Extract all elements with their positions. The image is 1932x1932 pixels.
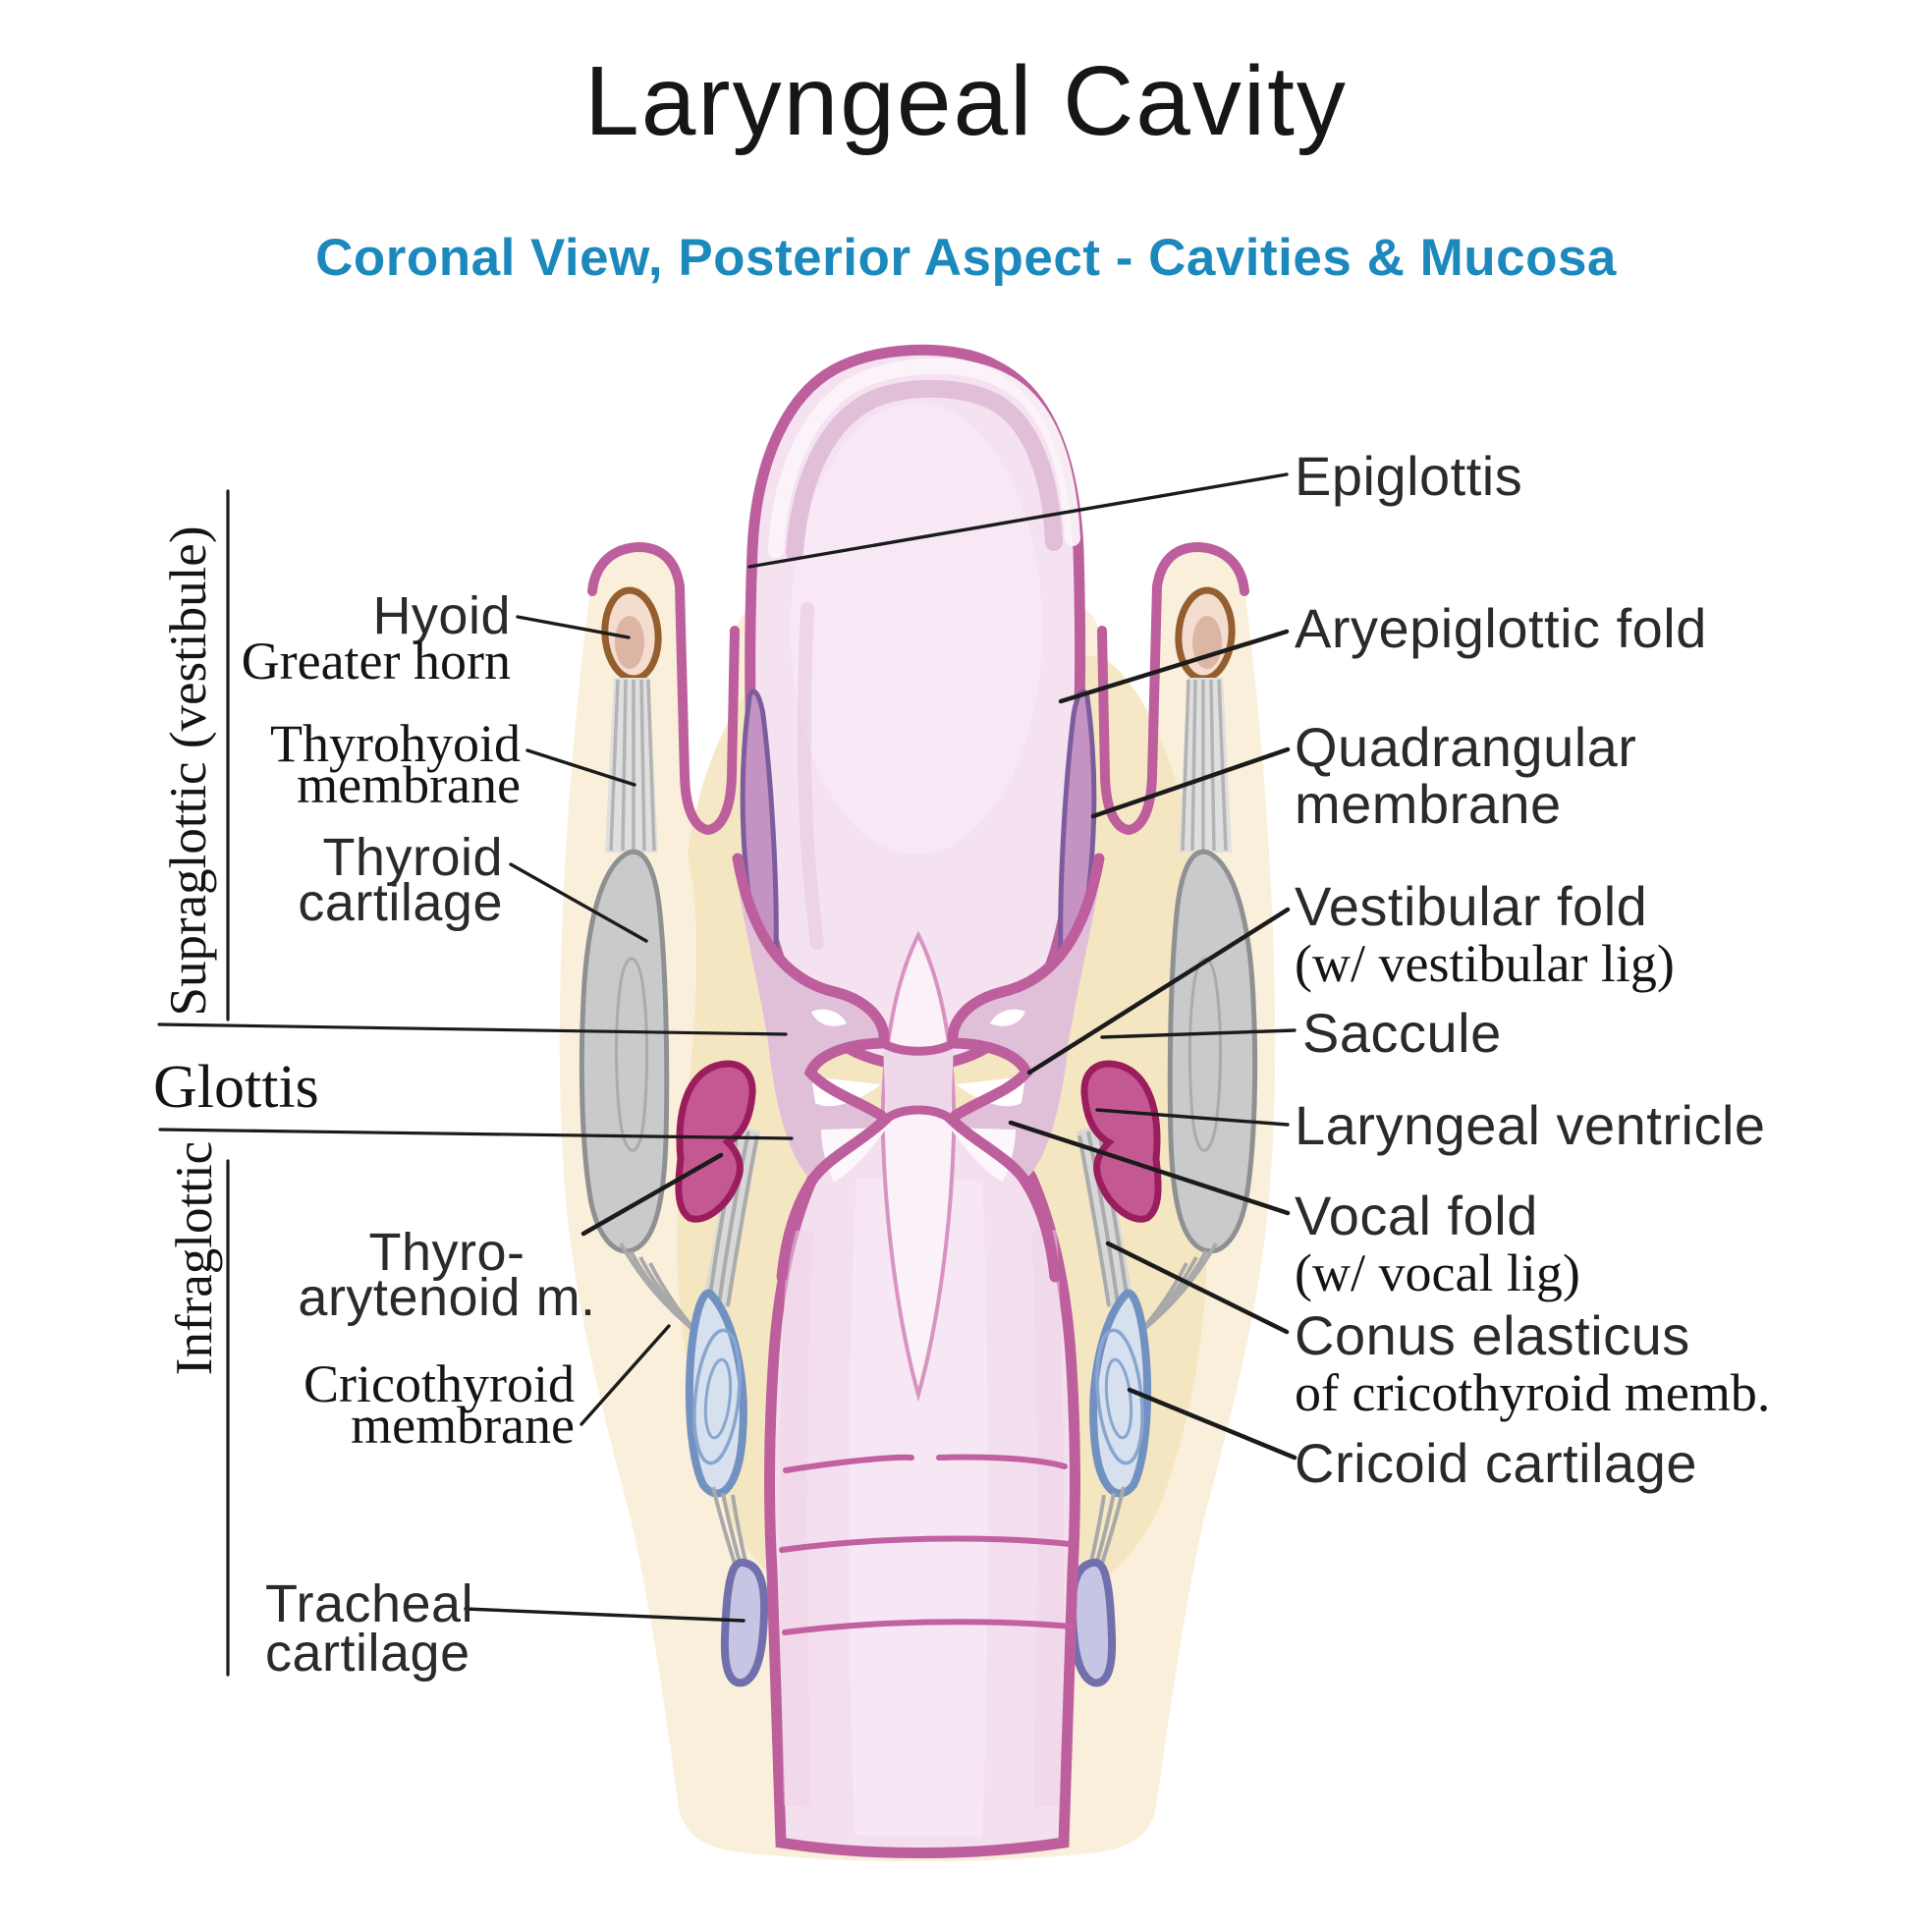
glottis-slit-fill <box>883 1043 954 1119</box>
label-thyroid-line2: cartilage <box>298 873 503 932</box>
label-thyroarytenoid-line1: Thyro- <box>368 1223 525 1282</box>
label-conus-line2: of cricothyroid memb. <box>1295 1363 1771 1422</box>
glottis-divider-top <box>157 1022 788 1036</box>
label-laryngeal-ventricle: Laryngeal ventricle <box>1295 1094 1766 1156</box>
label-saccule: Saccule <box>1302 1002 1502 1064</box>
leader-hyoid <box>516 615 631 639</box>
hyoid-inner <box>615 616 644 669</box>
fold-complex-left <box>675 689 895 1283</box>
label-quadrangular: Quadrangular membrane <box>1295 719 1636 833</box>
label-hyoid: Hyoid Greater horn <box>241 586 511 690</box>
leader-thyroarytenoid <box>580 1152 724 1237</box>
thyroid-cartilage-inner-line <box>615 957 649 1152</box>
leader-cricoid <box>1127 1387 1297 1461</box>
label-thyroarytenoid-line2: arytenoid m. <box>298 1268 596 1327</box>
infraglottic-recess <box>821 1128 887 1182</box>
saccule-pocket <box>811 1009 847 1026</box>
epiglottis-highlight-band <box>768 358 1080 558</box>
label-hyoid-line1: Hyoid <box>372 586 511 645</box>
leader-saccule <box>1100 1028 1297 1039</box>
label-tracheal-line1: Tracheal <box>265 1574 474 1633</box>
label-tracheal-line2: cartilage <box>265 1624 470 1683</box>
trachea-flank-shade-left <box>780 1230 813 1807</box>
section-infraglottic: Infraglottic <box>166 1140 223 1376</box>
label-thyrohyoid-line1: Thyrohyoid <box>270 714 521 773</box>
leader-epiglottis <box>747 472 1289 569</box>
label-conus: Conus elasticus of cricothyroid memb. <box>1295 1304 1771 1422</box>
mucosa-prong-outline <box>587 541 740 836</box>
label-epiglottis: Epiglottis <box>1295 445 1523 507</box>
glottis-divider-bottom <box>158 1128 794 1140</box>
lateral-structures-left <box>579 541 769 1687</box>
leader-thyroid <box>509 862 648 943</box>
page-subtitle: Coronal View, Posterior Aspect - Cavitie… <box>315 229 1617 287</box>
label-aryepiglottic: Aryepiglottic fold <box>1295 597 1707 659</box>
epiglottis-side-shade <box>797 602 824 950</box>
cricoid-inner-ring2 <box>703 1357 733 1440</box>
section-supraglottic: Supraglottic (vestibule) <box>160 525 217 1017</box>
label-thyrohyoid: Thyrohyoid membrane <box>270 714 521 814</box>
label-vestibular-line1: Vestibular fold <box>1295 875 1648 937</box>
section-glottis: Glottis <box>153 1054 319 1121</box>
label-cricothyroid-line1: Cricothyroid <box>304 1354 575 1413</box>
leader-cricothyroid <box>580 1324 671 1426</box>
leader-tracheal <box>464 1607 745 1623</box>
leader-ventricle <box>1095 1108 1290 1127</box>
label-vocal-line2: (w/ vocal lig) <box>1295 1243 1580 1302</box>
leader-conus <box>1105 1241 1290 1335</box>
leader-quadrangular <box>1090 746 1291 819</box>
trachea-light-band <box>849 1179 988 1837</box>
fold-mucosa-outline <box>732 853 895 1283</box>
leader-aryepiglottic <box>1058 629 1290 704</box>
leader-thyrohyoid <box>525 748 636 787</box>
label-cricothyroid: Cricothyroid membrane <box>304 1354 575 1455</box>
thyroid-cartilage <box>579 849 670 1254</box>
cricoid-inner-ring <box>692 1328 742 1465</box>
tracheal-cartilage <box>720 1558 769 1687</box>
leader-vocal <box>1008 1120 1291 1216</box>
vestibular-bridge <box>878 1038 959 1056</box>
trachea-flank-shade-right <box>1031 1230 1064 1807</box>
label-conus-line1: Conus elasticus <box>1295 1304 1690 1366</box>
epiglottis-inner-glow <box>791 403 1042 855</box>
lower-strands <box>711 1486 747 1565</box>
label-cricothyroid-line2: membrane <box>351 1396 575 1455</box>
leader-lines <box>464 472 1297 1623</box>
label-quadrangular-line2: membrane <box>1295 773 1562 835</box>
label-thyroid-line1: Thyroid <box>322 828 503 887</box>
label-cricoid-cartilage: Cricoid cartilage <box>1295 1432 1697 1494</box>
thyrohyoid-membrane-strands <box>609 679 656 852</box>
page-title: Laryngeal Cavity <box>584 46 1348 156</box>
label-hyoid-line2: Greater horn <box>241 632 511 690</box>
vocal-bridge <box>881 1105 956 1124</box>
leader-vestibular <box>1026 907 1291 1076</box>
label-thyroarytenoid: Thyro- arytenoid m. <box>285 1223 609 1327</box>
thyroarytenoid-muscle <box>675 1060 756 1223</box>
label-thyrohyoid-line2: membrane <box>297 755 521 814</box>
label-quadrangular-line1: Quadrangular <box>1295 716 1637 778</box>
label-vocal-line1: Vocal fold <box>1295 1185 1538 1246</box>
label-thyroid-cartilage: Thyroid cartilage <box>298 828 503 932</box>
label-vestibular: Vestibular fold (w/ vestibular lig) <box>1295 875 1675 993</box>
label-tracheal-cartilage: Tracheal cartilage <box>265 1574 474 1683</box>
tracheal-ring-lines <box>779 1454 1075 1635</box>
epiglottis-mid-band <box>786 379 1063 561</box>
section-bars <box>157 489 794 1677</box>
label-vocal-fold: Vocal fold (w/ vocal lig) <box>1295 1185 1580 1302</box>
label-vestibular-line2: (w/ vestibular lig) <box>1295 934 1675 993</box>
